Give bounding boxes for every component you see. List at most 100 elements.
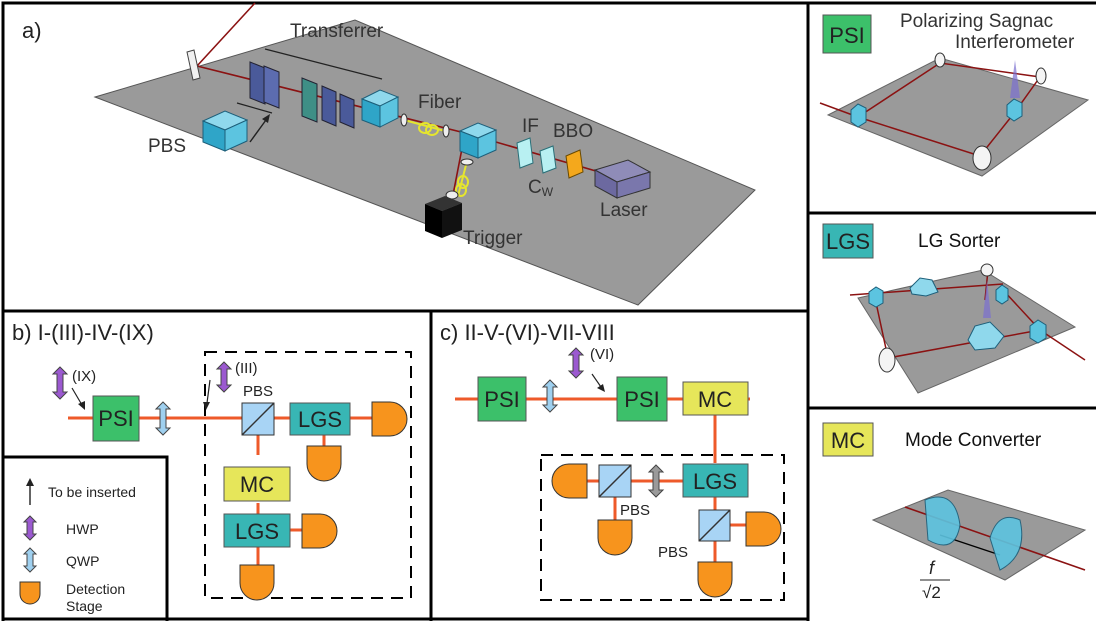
panel-b: b) I-(III)-IV-(IX) PSI (IX) (III) PBS <box>12 320 412 601</box>
psi-tag-label: PSI <box>829 23 864 48</box>
detector-legend-icon <box>19 581 41 605</box>
psi-box <box>616 376 668 422</box>
f-label: f <box>929 558 936 578</box>
psi-box <box>477 376 527 422</box>
legend: To be inserted HWP QWP Detection Stage <box>19 478 136 614</box>
insert-arrow <box>71 387 83 406</box>
panel-a-label: a) <box>22 18 42 43</box>
legend-insert: To be inserted <box>48 484 136 500</box>
trigger-detector <box>425 196 462 238</box>
plate <box>321 85 337 127</box>
legend-qwp: QWP <box>66 553 99 569</box>
legend-det1: Detection <box>66 581 125 597</box>
mc-title: Mode Converter <box>905 430 1042 451</box>
hwp-arrow <box>51 366 69 400</box>
pbs-label: PBS <box>658 544 688 561</box>
bbo-crystal <box>565 149 584 179</box>
cylindrical-lens <box>989 516 1023 571</box>
lgs-tag <box>822 223 874 259</box>
fiber-coil <box>403 119 446 136</box>
psi-label: PSI <box>484 387 519 412</box>
panel-c-title: c) II-V-(VI)-VII-VIII <box>440 320 615 345</box>
insert-arrow <box>249 119 267 143</box>
insert-arrow <box>206 379 211 404</box>
pbs-label: PBS <box>243 383 273 400</box>
mc-box <box>682 381 749 416</box>
transferrer-label: Transferrer <box>290 21 384 42</box>
dashed-enclosure <box>204 351 412 599</box>
insert-marker <box>236 102 273 114</box>
detector <box>745 511 782 547</box>
fiber-label: Fiber <box>418 92 462 113</box>
panel-b-title: b) I-(III)-IV-(IX) <box>12 320 154 345</box>
lgs-title: LG Sorter <box>918 231 1001 252</box>
lens <box>400 113 408 127</box>
hwp-arrow <box>215 361 233 393</box>
mc-label: MC <box>240 472 274 497</box>
lgs-box <box>223 513 291 548</box>
ix-label: (IX) <box>72 368 96 385</box>
qwp-legend-icon <box>22 547 38 573</box>
laser <box>593 159 652 199</box>
lgs-prism <box>909 277 939 297</box>
pbs-cube <box>201 110 249 152</box>
sqrt2-label: √2 <box>922 583 941 602</box>
iii-label: (III) <box>235 360 258 377</box>
if-filter <box>516 137 534 169</box>
lens <box>442 124 450 138</box>
lgs-table <box>857 269 1077 394</box>
bbo-label: BBO <box>553 121 593 142</box>
lgs-cube <box>868 286 884 308</box>
hwp-legend-icon <box>22 515 38 541</box>
qwp-arrow <box>541 379 559 413</box>
lgs-label: LGS <box>235 519 279 544</box>
mirror <box>934 52 946 68</box>
mirror <box>878 347 896 373</box>
center-cube <box>458 122 498 159</box>
legend-hwp: HWP <box>66 521 99 537</box>
side-lgs: LGS LG Sorter <box>822 223 1086 394</box>
laser-label: Laser <box>600 200 648 221</box>
plate <box>263 65 280 109</box>
hwp-arrow <box>567 347 585 379</box>
cylindrical-lens <box>924 496 961 546</box>
mirror <box>186 49 201 81</box>
detector <box>239 564 275 601</box>
panel-a: a) Transferrer PBS <box>22 2 756 306</box>
mc-box <box>223 466 291 502</box>
psi-tag <box>822 14 872 54</box>
lgs-label: LGS <box>298 407 342 432</box>
psi-cube <box>1006 98 1023 122</box>
detector <box>371 401 408 437</box>
lgs-label: LGS <box>693 469 737 494</box>
panel-c: c) II-V-(VI)-VII-VIII PSI (VI) PSI MC LG… <box>440 320 785 601</box>
lgs-beam-cone <box>983 280 991 318</box>
mc-label: MC <box>698 387 732 412</box>
mirror <box>980 263 994 277</box>
mc-table <box>871 489 1087 581</box>
transferrer-bar <box>264 48 383 80</box>
side-psi: PSI Polarizing Sagnac Interferometer <box>819 11 1090 177</box>
plate <box>249 61 266 105</box>
detector <box>306 445 342 482</box>
lens <box>460 158 474 166</box>
plate <box>301 77 318 123</box>
psi-box <box>92 395 140 442</box>
cw-label: CW <box>528 177 554 199</box>
trigger-fiber <box>455 164 469 197</box>
lgs-box <box>682 463 749 498</box>
legend-det2: Stage <box>66 598 103 614</box>
lgs-cube <box>1029 319 1047 344</box>
cube <box>360 89 400 128</box>
lgs-cube <box>995 284 1009 305</box>
side-mc: MC Mode Converter f √2 <box>822 422 1087 602</box>
pbs-label: PBS <box>148 136 186 157</box>
qwp-arrow <box>154 401 172 436</box>
mirror <box>1035 67 1047 85</box>
waveplate-arrow <box>647 464 665 498</box>
mc-tag <box>822 422 874 457</box>
lgs-tag-label: LGS <box>826 229 870 254</box>
psi-cube <box>850 103 867 128</box>
